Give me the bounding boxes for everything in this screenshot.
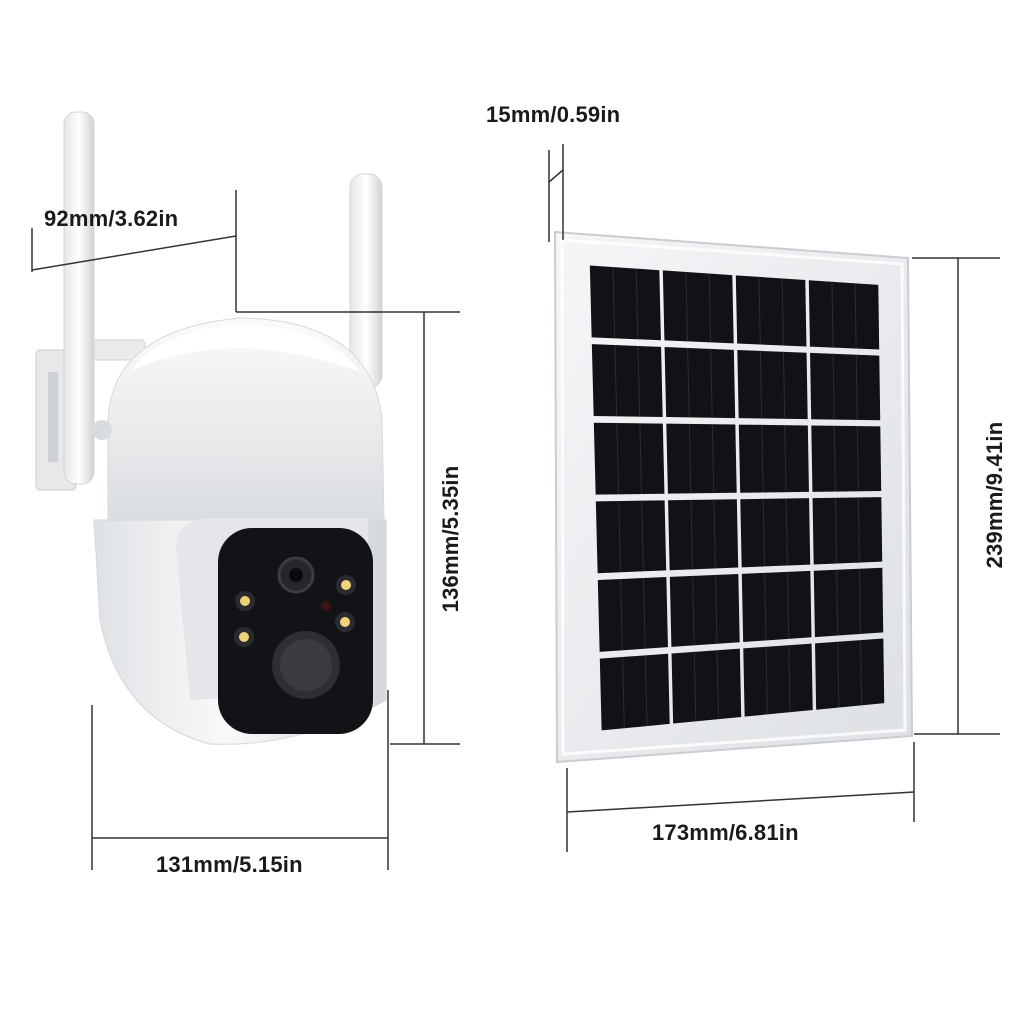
solar-cell: [735, 275, 807, 347]
cell-busbar: [833, 425, 836, 492]
solar-cell: [808, 280, 880, 350]
solar-cell: [669, 573, 740, 647]
solar-cell: [813, 567, 884, 638]
cell-busbar: [784, 425, 787, 493]
cell-busbar: [688, 423, 692, 494]
solar-cell: [811, 425, 882, 492]
camera-dimension-lines: [31, 190, 460, 870]
cell-busbar: [837, 641, 840, 708]
security-camera: [35, 111, 387, 745]
solar-cell: [662, 270, 734, 344]
camera-lens-face: [218, 528, 373, 734]
solar-cell: [591, 344, 663, 417]
cell-busbar: [710, 348, 713, 418]
solar-cell: [671, 648, 742, 724]
solar-cell: [668, 499, 739, 571]
cell-busbar: [834, 497, 838, 564]
cell-busbar: [785, 498, 788, 566]
cell-busbar: [857, 497, 860, 563]
cell-busbar: [685, 271, 689, 342]
cell-busbar: [788, 645, 791, 713]
solar-cell: [738, 424, 809, 493]
solar-cell: [743, 643, 813, 717]
cell-busbar: [708, 273, 712, 343]
cell-busbar: [635, 268, 639, 340]
solar-cell-grid: [589, 265, 885, 731]
cell-busbar: [765, 646, 768, 715]
solar-cell: [595, 500, 667, 574]
panel-width-label: 173mm/6.81in: [652, 820, 799, 845]
camera-height-label: 136mm/5.35in: [438, 465, 463, 613]
cell-busbar: [639, 423, 643, 495]
panel-dimension-lines: [548, 144, 1000, 852]
cell-busbar: [643, 578, 646, 649]
solar-cell: [810, 352, 881, 421]
cell-busbar: [614, 345, 618, 417]
cell-busbar: [759, 350, 763, 419]
cell-busbar: [856, 426, 859, 492]
camera-depth-label: 92mm/3.62in: [44, 206, 179, 231]
cell-busbar: [622, 656, 625, 729]
solar-cell: [740, 498, 811, 568]
solar-cell: [664, 347, 736, 419]
cell-busbar: [762, 498, 766, 567]
camera-dome: [92, 317, 385, 521]
cell-busbar: [854, 283, 857, 349]
cell-busbar: [692, 575, 695, 646]
cell-busbar: [620, 578, 623, 651]
cell-busbar: [618, 501, 621, 573]
cell-busbar: [612, 267, 616, 339]
cell-busbar: [714, 574, 718, 644]
cell-busbar: [693, 651, 697, 722]
solar-cell: [815, 638, 885, 710]
cell-busbar: [860, 640, 863, 706]
solar-cell: [589, 265, 661, 341]
cell-busbar: [690, 499, 694, 570]
solar-cell: [593, 422, 665, 495]
cell-busbar: [858, 568, 861, 634]
solar-cell: [812, 497, 883, 565]
cell-busbar: [832, 353, 835, 420]
cell-busbar: [616, 423, 620, 495]
left-antenna: [63, 111, 95, 485]
cell-busbar: [711, 424, 715, 494]
solar-cell: [741, 570, 812, 642]
cell-busbar: [758, 276, 761, 345]
panel-thickness-label: 15mm/0.59in: [486, 102, 621, 127]
solar-cell: [599, 653, 670, 731]
cell-busbar: [782, 351, 786, 419]
panel-height-label: 239mm/9.41in: [982, 421, 1007, 569]
cell-busbar: [786, 571, 790, 639]
cell-busbar: [781, 278, 784, 346]
cell-busbar: [761, 424, 764, 493]
cell-busbar: [831, 281, 834, 348]
cell-busbar: [764, 572, 767, 641]
cell-busbar: [716, 650, 720, 720]
solar-cell: [597, 577, 668, 652]
cell-busbar: [687, 347, 690, 418]
solar-panel: [553, 230, 914, 764]
cell-busbar: [713, 499, 716, 569]
solar-cell: [666, 423, 737, 494]
cell-busbar: [637, 345, 641, 417]
cell-busbar: [644, 655, 648, 727]
cell-busbar: [641, 500, 644, 572]
solar-cell: [737, 349, 808, 420]
cell-busbar: [855, 354, 858, 420]
cell-busbar: [836, 569, 839, 636]
camera-width-label: 131mm/5.15in: [156, 852, 303, 877]
